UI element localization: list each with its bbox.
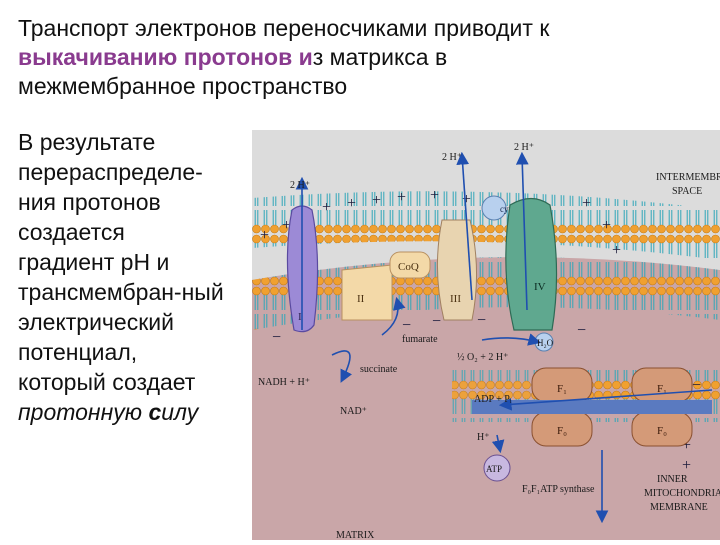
cytc-label: cyt c [500, 204, 517, 214]
body-line: трансмембран-ный [18, 279, 224, 305]
complex-iv [505, 197, 558, 331]
svg-text:+: + [462, 191, 471, 208]
svg-text:+: + [682, 457, 691, 474]
h-top-1: 2 H⁺ [442, 152, 462, 163]
intro-line-1: Транспорт электронов переносчиками приво… [18, 15, 550, 41]
svg-text:+: + [397, 189, 406, 206]
complex-iv-label: IV [534, 281, 546, 293]
body-line: ния протонов [18, 189, 161, 215]
svg-text:+: + [372, 192, 381, 209]
svg-text:+: + [612, 242, 621, 259]
f0a-label: F₀ [557, 425, 567, 437]
cytochrome-c [481, 195, 507, 221]
last-bold: с [148, 399, 162, 425]
body-line: В результате [18, 129, 156, 155]
intro-line-2-rest: з матрикса в [312, 44, 448, 70]
body-line: электрический [18, 309, 174, 335]
last-italic: протонную [18, 399, 149, 425]
coq-label: CoQ [398, 261, 419, 273]
last-tail: илу [161, 399, 199, 425]
body-line: который создает [18, 369, 196, 395]
intro-line-2: выкачиванию протонов из матрикса в [18, 43, 708, 72]
svg-text:+: + [282, 217, 291, 234]
intro-paragraph: Транспорт электронов переносчиками приво… [18, 14, 708, 101]
coq [389, 251, 431, 279]
body-line: потенциал, [18, 339, 138, 365]
svg-text:−: − [692, 377, 701, 394]
adp-label: ADP + Pᵢ [474, 394, 512, 405]
svg-text:−: − [402, 317, 411, 334]
membrane-label: MEMBRANE [650, 502, 708, 513]
body-last-line: протонную силу [18, 397, 268, 427]
body-line: перераспределе- [18, 159, 203, 185]
water-label: H₂O [537, 338, 554, 348]
synthase-label: F₀F₁ATP synthase [522, 484, 595, 495]
flow-arrows [295, 151, 713, 524]
svg-text:−: − [272, 329, 281, 346]
fumarate-label: fumarate [402, 334, 438, 345]
f1a-label: F₁ [557, 383, 567, 395]
h-top-2: 2 H⁺ [514, 142, 534, 153]
oxygen-label: ½ O₂ + 2 H⁺ [457, 352, 508, 363]
body-paragraph: В результате перераспределе- ния протоно… [18, 127, 268, 427]
mito-label: MITOCHONDRIA [644, 488, 720, 499]
svg-text:+: + [582, 195, 591, 212]
svg-text:+: + [322, 199, 331, 216]
nadh-label: NADH + H⁺ [258, 377, 310, 388]
space-label: SPACE [672, 186, 702, 197]
svg-text:+: + [602, 217, 611, 234]
body-line: создается [18, 219, 125, 245]
svg-text:+: + [260, 227, 269, 244]
electron-transport-diagram: ++++ ++++ +++ −−−− −−−+ +− I II CoQ III … [252, 130, 720, 541]
complex-iii-label: III [450, 293, 461, 305]
svg-text:−: − [577, 322, 586, 339]
svg-text:+: + [347, 195, 356, 212]
matrix-label: MATRIX [336, 530, 375, 540]
succinate-label: succinate [360, 364, 398, 375]
diagram-labels: 2 H⁺ 2 H⁺ 2 H⁺ INTERMEMBR SPACE fumarate… [258, 142, 720, 541]
complex-ii-label: II [357, 293, 365, 305]
intro-line-3: межмембранное пространство [18, 73, 348, 99]
svg-text:−: − [477, 312, 486, 329]
atp-label: ATP [486, 464, 502, 474]
highlight-text: выкачиванию протонов и [18, 44, 313, 70]
nad-label: NAD⁺ [340, 406, 367, 417]
inner-membrane-upper [252, 191, 720, 260]
complex-iii [436, 219, 478, 321]
intermembrane-label: INTERMEMBR [656, 172, 720, 183]
svg-text:+: + [430, 187, 439, 204]
f1b-label: F₁ [657, 383, 667, 395]
atp-bubble [483, 454, 511, 482]
inner-label: INNER [657, 474, 688, 485]
etc-figure: ++++ ++++ +++ −−−− −−−+ +− I II CoQ III … [252, 130, 720, 541]
svg-text:−: − [432, 313, 441, 330]
f0b-label: F₀ [657, 425, 667, 437]
body-line: градиент pH и [18, 249, 170, 275]
complex-ii [341, 264, 393, 321]
h-left: 2 H⁺ [290, 180, 310, 191]
h-mid: H⁺ [477, 432, 490, 443]
complex-i-label: I [298, 311, 302, 323]
svg-text:+: + [682, 437, 691, 454]
